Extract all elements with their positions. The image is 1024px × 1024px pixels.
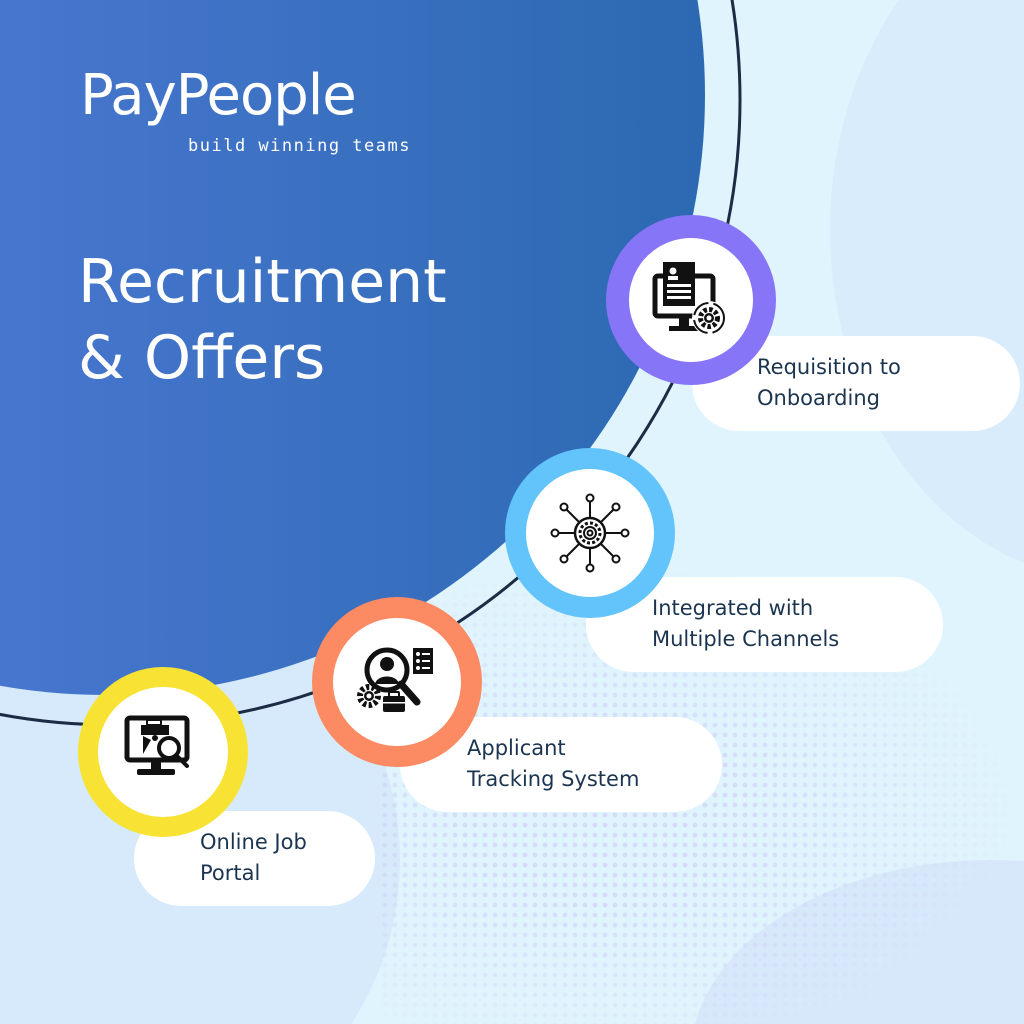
feature-label-line1: Integrated with	[652, 596, 814, 620]
feature-label-line1: Applicant	[467, 736, 566, 760]
feature-label-line2: Portal	[200, 861, 261, 885]
feature-label-line2: Multiple Channels	[652, 627, 840, 651]
title-line-2: & Offers	[78, 323, 326, 393]
page-title: Recruitment & Offers	[78, 244, 447, 396]
computer-resume-gear-icon	[652, 262, 726, 335]
feature-label-line1: Requisition to	[757, 355, 901, 379]
applicant-search-icon	[357, 647, 433, 712]
logo-tagline: build winning teams	[188, 136, 411, 156]
hero-blue-circle	[0, 0, 705, 695]
feature-label-line1: Online Job	[200, 830, 307, 854]
feature-node-job-portal	[78, 667, 248, 837]
feature-pill-requisition: Requisition to Onboarding	[692, 336, 1020, 431]
feature-node-requisition	[606, 215, 776, 385]
feature-node-ats	[312, 597, 482, 767]
gear-network-hub-icon	[550, 493, 630, 573]
logo-wordmark: PayPeople	[80, 63, 357, 128]
feature-label-line2: Onboarding	[757, 386, 880, 410]
paypeople-logo: PayPeople build winning teams	[80, 63, 411, 157]
feature-node-integrated	[505, 448, 675, 618]
feature-label-line2: Tracking System	[467, 767, 640, 791]
title-line-1: Recruitment	[78, 247, 447, 317]
monitor-job-search-icon	[124, 715, 190, 775]
